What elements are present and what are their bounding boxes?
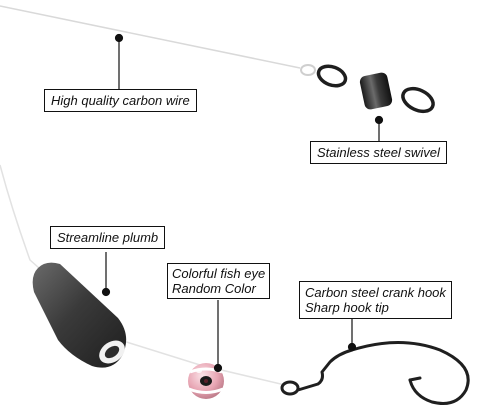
fish-eye-bead	[188, 363, 224, 399]
crank-hook	[280, 341, 470, 405]
label-fish-eye-line2: Random Color	[172, 281, 256, 296]
label-fish-eye-line1: Colorful fish eye	[172, 266, 266, 281]
label-fish-eye: Colorful fish eye Random Color	[167, 263, 271, 299]
swivel	[316, 64, 435, 114]
label-plumb-text: Streamline plumb	[57, 230, 159, 245]
pointer-dot-hook	[347, 342, 357, 352]
callout-pointers	[101, 33, 384, 373]
label-crank-hook: Carbon steel crank hook Sharp hook tip	[299, 281, 452, 319]
label-carbon-wire: High quality carbon wire	[44, 89, 197, 112]
label-swivel: Stainless steel swivel	[310, 141, 447, 164]
pointer-dot-wire	[114, 33, 124, 43]
label-plumb: Streamline plumb	[50, 226, 166, 249]
label-carbon-wire-text: High quality carbon wire	[51, 93, 190, 108]
label-crank-hook-line1: Carbon steel crank hook	[305, 285, 446, 300]
line-loop	[300, 64, 316, 76]
label-crank-hook-line2: Sharp hook tip	[305, 300, 389, 315]
pointer-dot-bead	[213, 363, 223, 373]
carbon-wire-line	[0, 5, 301, 69]
streamline-plumb	[32, 262, 127, 368]
pointer-dot-plumb	[101, 287, 111, 297]
label-swivel-text: Stainless steel swivel	[317, 145, 440, 160]
pointer-dot-swivel	[374, 115, 384, 125]
